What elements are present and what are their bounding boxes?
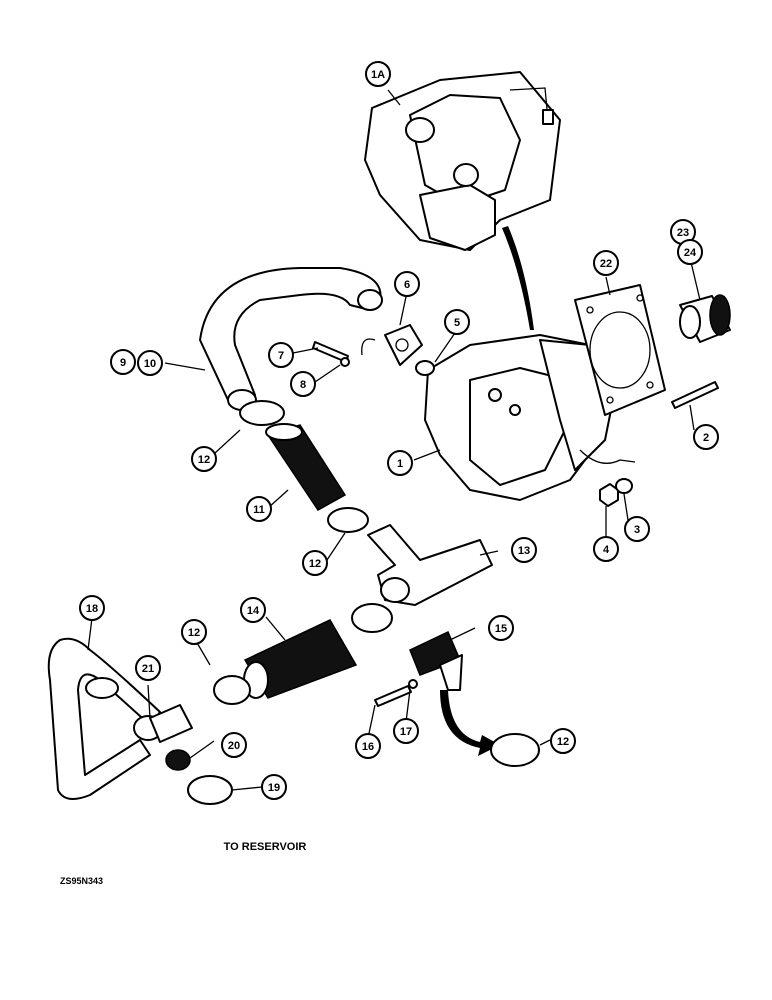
callout-12-c: 12 (181, 619, 207, 645)
callout-5: 5 (444, 309, 470, 335)
clamp-12-d (213, 675, 251, 705)
gasket-22 (574, 284, 666, 416)
cap-20 (165, 749, 191, 771)
callout-3: 3 (624, 516, 650, 542)
callout-16: 16 (355, 733, 381, 759)
callout-1-label: 1 (397, 458, 403, 470)
callout-2-label: 2 (703, 432, 709, 444)
callout-13: 13 (511, 537, 537, 563)
callout-12-d-label: 12 (557, 736, 569, 748)
hose-11 (265, 423, 347, 511)
callout-12-a: 12 (191, 446, 217, 472)
callout-23-label: 23 (677, 227, 689, 239)
clamp-12-c (351, 603, 393, 633)
pump-1a (364, 71, 561, 251)
callout-22-label: 22 (600, 258, 612, 270)
callout-12-d: 12 (550, 728, 576, 754)
callout-18-label: 18 (86, 603, 98, 615)
callout-8: 8 (290, 371, 316, 397)
callout-6-label: 6 (404, 279, 410, 291)
callout-16-label: 16 (362, 741, 374, 753)
callout-4-label: 4 (603, 544, 610, 556)
stud-2 (671, 381, 719, 409)
callout-22: 22 (593, 250, 619, 276)
clamp-12-e (490, 733, 540, 767)
washer-3 (615, 478, 633, 494)
callout-18: 18 (79, 595, 105, 621)
callout-12-b: 12 (302, 550, 328, 576)
callout-2: 2 (693, 424, 719, 450)
o-ring-5 (415, 360, 435, 376)
callout-24: 24 (677, 239, 703, 265)
callout-17-label: 17 (400, 726, 412, 738)
callout-19: 19 (261, 774, 287, 800)
tube-18 (47, 637, 161, 800)
callout-21-label: 21 (142, 663, 154, 675)
callout-10-label: 10 (144, 358, 156, 370)
callout-5-label: 5 (454, 317, 460, 329)
callout-9-label: 9 (120, 357, 126, 369)
callout-15-label: 15 (495, 623, 507, 635)
callout-4: 4 (593, 536, 619, 562)
bracket-15 (409, 630, 463, 691)
tube-13 (367, 524, 493, 606)
callout-15: 15 (488, 615, 514, 641)
callout-11-label: 11 (253, 504, 265, 516)
figure-id: ZS95N343 (60, 876, 103, 886)
gear-coupling-23-24 (679, 294, 731, 343)
tube-9-10 (199, 267, 383, 411)
callout-8-label: 8 (300, 379, 306, 391)
callout-14-label: 14 (247, 605, 260, 617)
callout-3-label: 3 (634, 524, 640, 536)
assembly-arrow (502, 226, 534, 330)
callout-9: 9 (110, 349, 136, 375)
callout-19-label: 19 (268, 782, 280, 794)
callout-12-c-label: 12 (188, 627, 200, 639)
fitting-21 (133, 704, 193, 743)
callout-10: 10 (137, 350, 163, 376)
callout-14: 14 (240, 597, 266, 623)
hose-14 (243, 619, 358, 699)
leader-lines (87, 89, 701, 791)
lockwasher-17 (408, 679, 418, 689)
callout-13-label: 13 (518, 545, 530, 557)
callout-24-label: 24 (684, 247, 697, 259)
callout-12-b-label: 12 (309, 558, 321, 570)
callout-21: 21 (135, 655, 161, 681)
callout-6: 6 (394, 271, 420, 297)
flange-6 (361, 324, 423, 366)
callout-12-a-label: 12 (198, 454, 210, 466)
bolt-16 (374, 685, 412, 707)
callout-7-label: 7 (278, 350, 284, 362)
clamp-12-a (239, 400, 285, 426)
callout-20: 20 (221, 732, 247, 758)
callout-7: 7 (268, 342, 294, 368)
callout-1: 1 (387, 450, 413, 476)
callout-1a-label: 1A (371, 69, 385, 81)
callout-11: 11 (246, 496, 272, 522)
callout-20-label: 20 (228, 740, 240, 752)
clamp-12-b (327, 507, 369, 533)
clamp-19 (187, 775, 233, 805)
callout-17: 17 (393, 718, 419, 744)
to-reservoir-caption: TO RESERVOIR (224, 841, 307, 853)
lockwasher-8 (340, 357, 350, 367)
nut-4 (599, 483, 619, 507)
install-arrow (440, 690, 500, 756)
callout-23: 23 (670, 219, 696, 245)
callout-1a: 1A (365, 61, 391, 87)
